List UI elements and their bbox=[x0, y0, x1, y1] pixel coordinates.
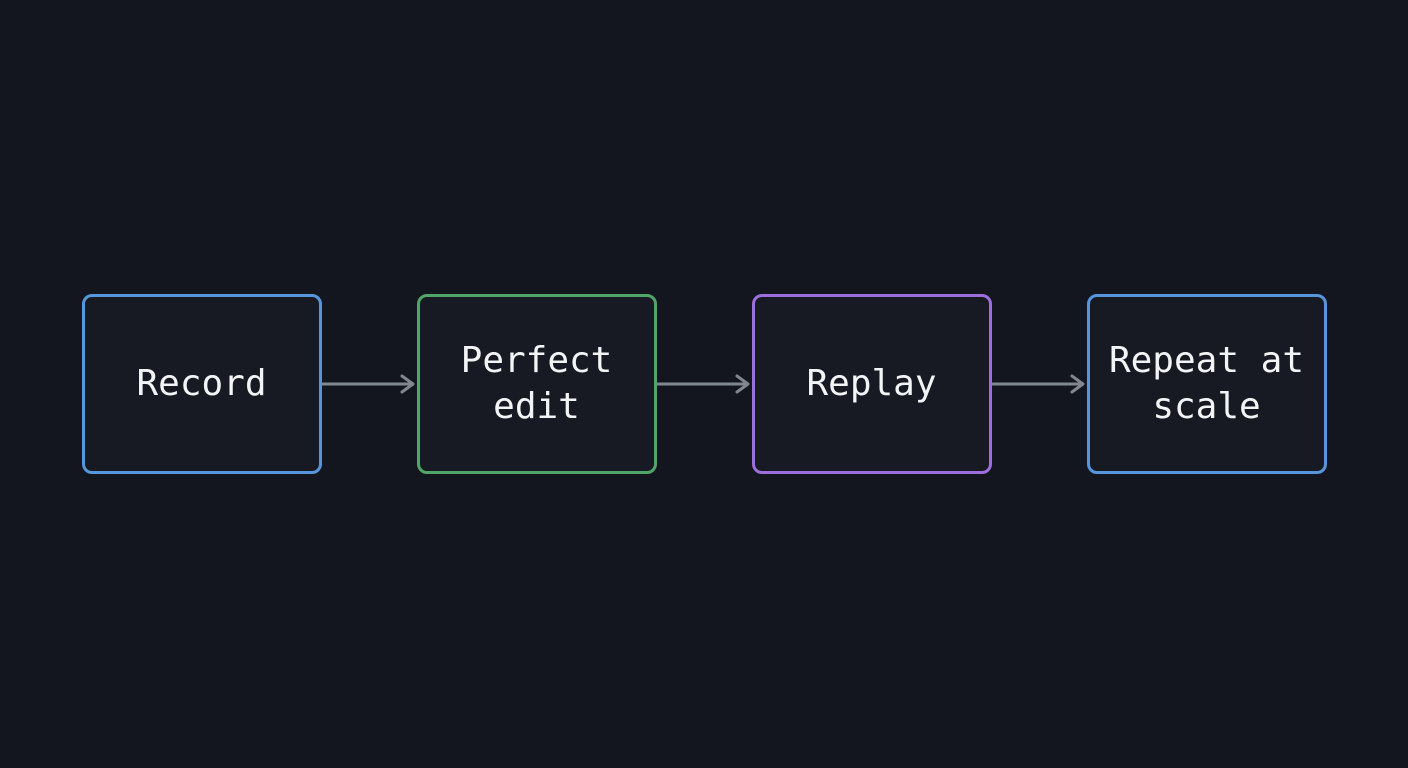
node-record: Record bbox=[81, 294, 322, 474]
node-label-record: Record bbox=[136, 362, 267, 404]
node-repeat-at-scale: Repeat at scale bbox=[1086, 294, 1327, 474]
node-label-replay: Replay bbox=[806, 362, 937, 404]
node-label-perfect-edit: Perfect edit bbox=[460, 339, 613, 427]
arrow-record-to-perfect-edit bbox=[321, 374, 414, 394]
arrow-head-icon bbox=[735, 374, 749, 394]
arrow-head-icon bbox=[1070, 374, 1084, 394]
node-label-repeat-at-scale: Repeat at scale bbox=[1108, 339, 1305, 427]
arrow-perfect-edit-to-replay bbox=[656, 374, 749, 394]
node-perfect-edit: Perfect edit bbox=[416, 294, 657, 474]
arrow-head-icon bbox=[400, 374, 414, 394]
node-replay: Replay bbox=[751, 294, 992, 474]
arrow-replay-to-repeat-at-scale bbox=[991, 374, 1084, 394]
